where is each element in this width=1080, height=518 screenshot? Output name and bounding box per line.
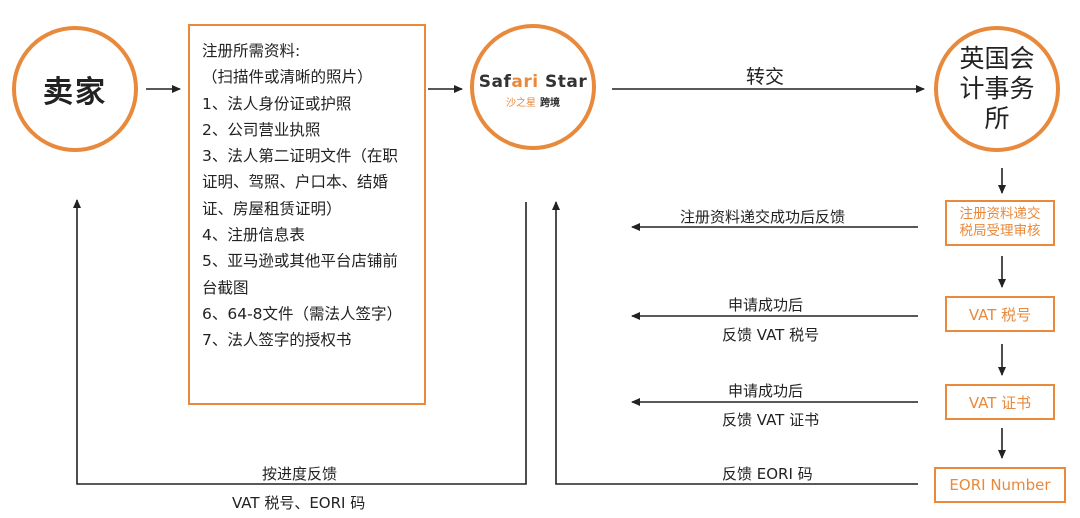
docs-line: 台截图 bbox=[202, 278, 249, 297]
feedback-label-3a: 申请成功后 bbox=[728, 382, 804, 400]
transfer-label: 转交 bbox=[746, 66, 785, 88]
accountant-label: 英国会计事务所 bbox=[959, 44, 1035, 133]
docs-line: 6、64-8文件（需法人签字） bbox=[202, 304, 403, 323]
docs-line: （扫描件或清晰的照片） bbox=[202, 68, 373, 87]
docs-line: 3、法人第二证明文件（在职 bbox=[202, 147, 398, 166]
feedback-label-2a: 申请成功后 bbox=[728, 296, 804, 314]
feedback-label-2b: 反馈 VAT 税号 bbox=[722, 326, 820, 344]
arrow-feedback-eori bbox=[552, 201, 918, 485]
seller-label: 卖家 bbox=[43, 75, 107, 110]
docs-line: 2、公司营业执照 bbox=[202, 120, 321, 139]
safari-star-logo: Safari Star bbox=[478, 71, 588, 92]
required-documents-box: 注册所需资料: （扫描件或清晰的照片） 1、法人身份证或护照 2、公司营业执照 … bbox=[188, 24, 426, 405]
feedback-label-eori: 反馈 EORI 码 bbox=[722, 465, 813, 483]
arrow-progress-return bbox=[73, 199, 527, 485]
uk-accountant-node: 英国会计事务所 bbox=[934, 26, 1060, 152]
docs-line: 证明、驾照、户口本、结婚 bbox=[202, 173, 389, 192]
progress-label-2: VAT 税号、EORI 码 bbox=[232, 494, 366, 512]
feedback-label-3b: 反馈 VAT 证书 bbox=[722, 411, 820, 429]
progress-label-1: 按进度反馈 bbox=[262, 465, 338, 483]
docs-line: 5、亚马逊或其他平台店铺前 bbox=[202, 252, 398, 271]
seller-node: 卖家 bbox=[12, 26, 138, 152]
step-eori-number: EORI Number bbox=[934, 467, 1066, 503]
feedback-label-1: 注册资料递交成功后反馈 bbox=[680, 208, 846, 226]
step-vat-number: VAT 税号 bbox=[945, 296, 1055, 332]
docs-line: 证、房屋租赁证明） bbox=[202, 199, 342, 218]
step-vat-certificate: VAT 证书 bbox=[945, 384, 1055, 420]
docs-line: 4、注册信息表 bbox=[202, 226, 305, 245]
safari-star-node: Safari Star 沙之星跨境 bbox=[470, 24, 596, 150]
docs-line: 1、法人身份证或护照 bbox=[202, 94, 352, 113]
docs-line: 注册所需资料: bbox=[202, 42, 301, 60]
safari-star-logo-sub: 沙之星跨境 bbox=[506, 97, 560, 109]
step-submission-review: 注册资料递交 税局受理审核 bbox=[945, 200, 1055, 246]
docs-line: 7、法人签字的授权书 bbox=[202, 331, 352, 350]
